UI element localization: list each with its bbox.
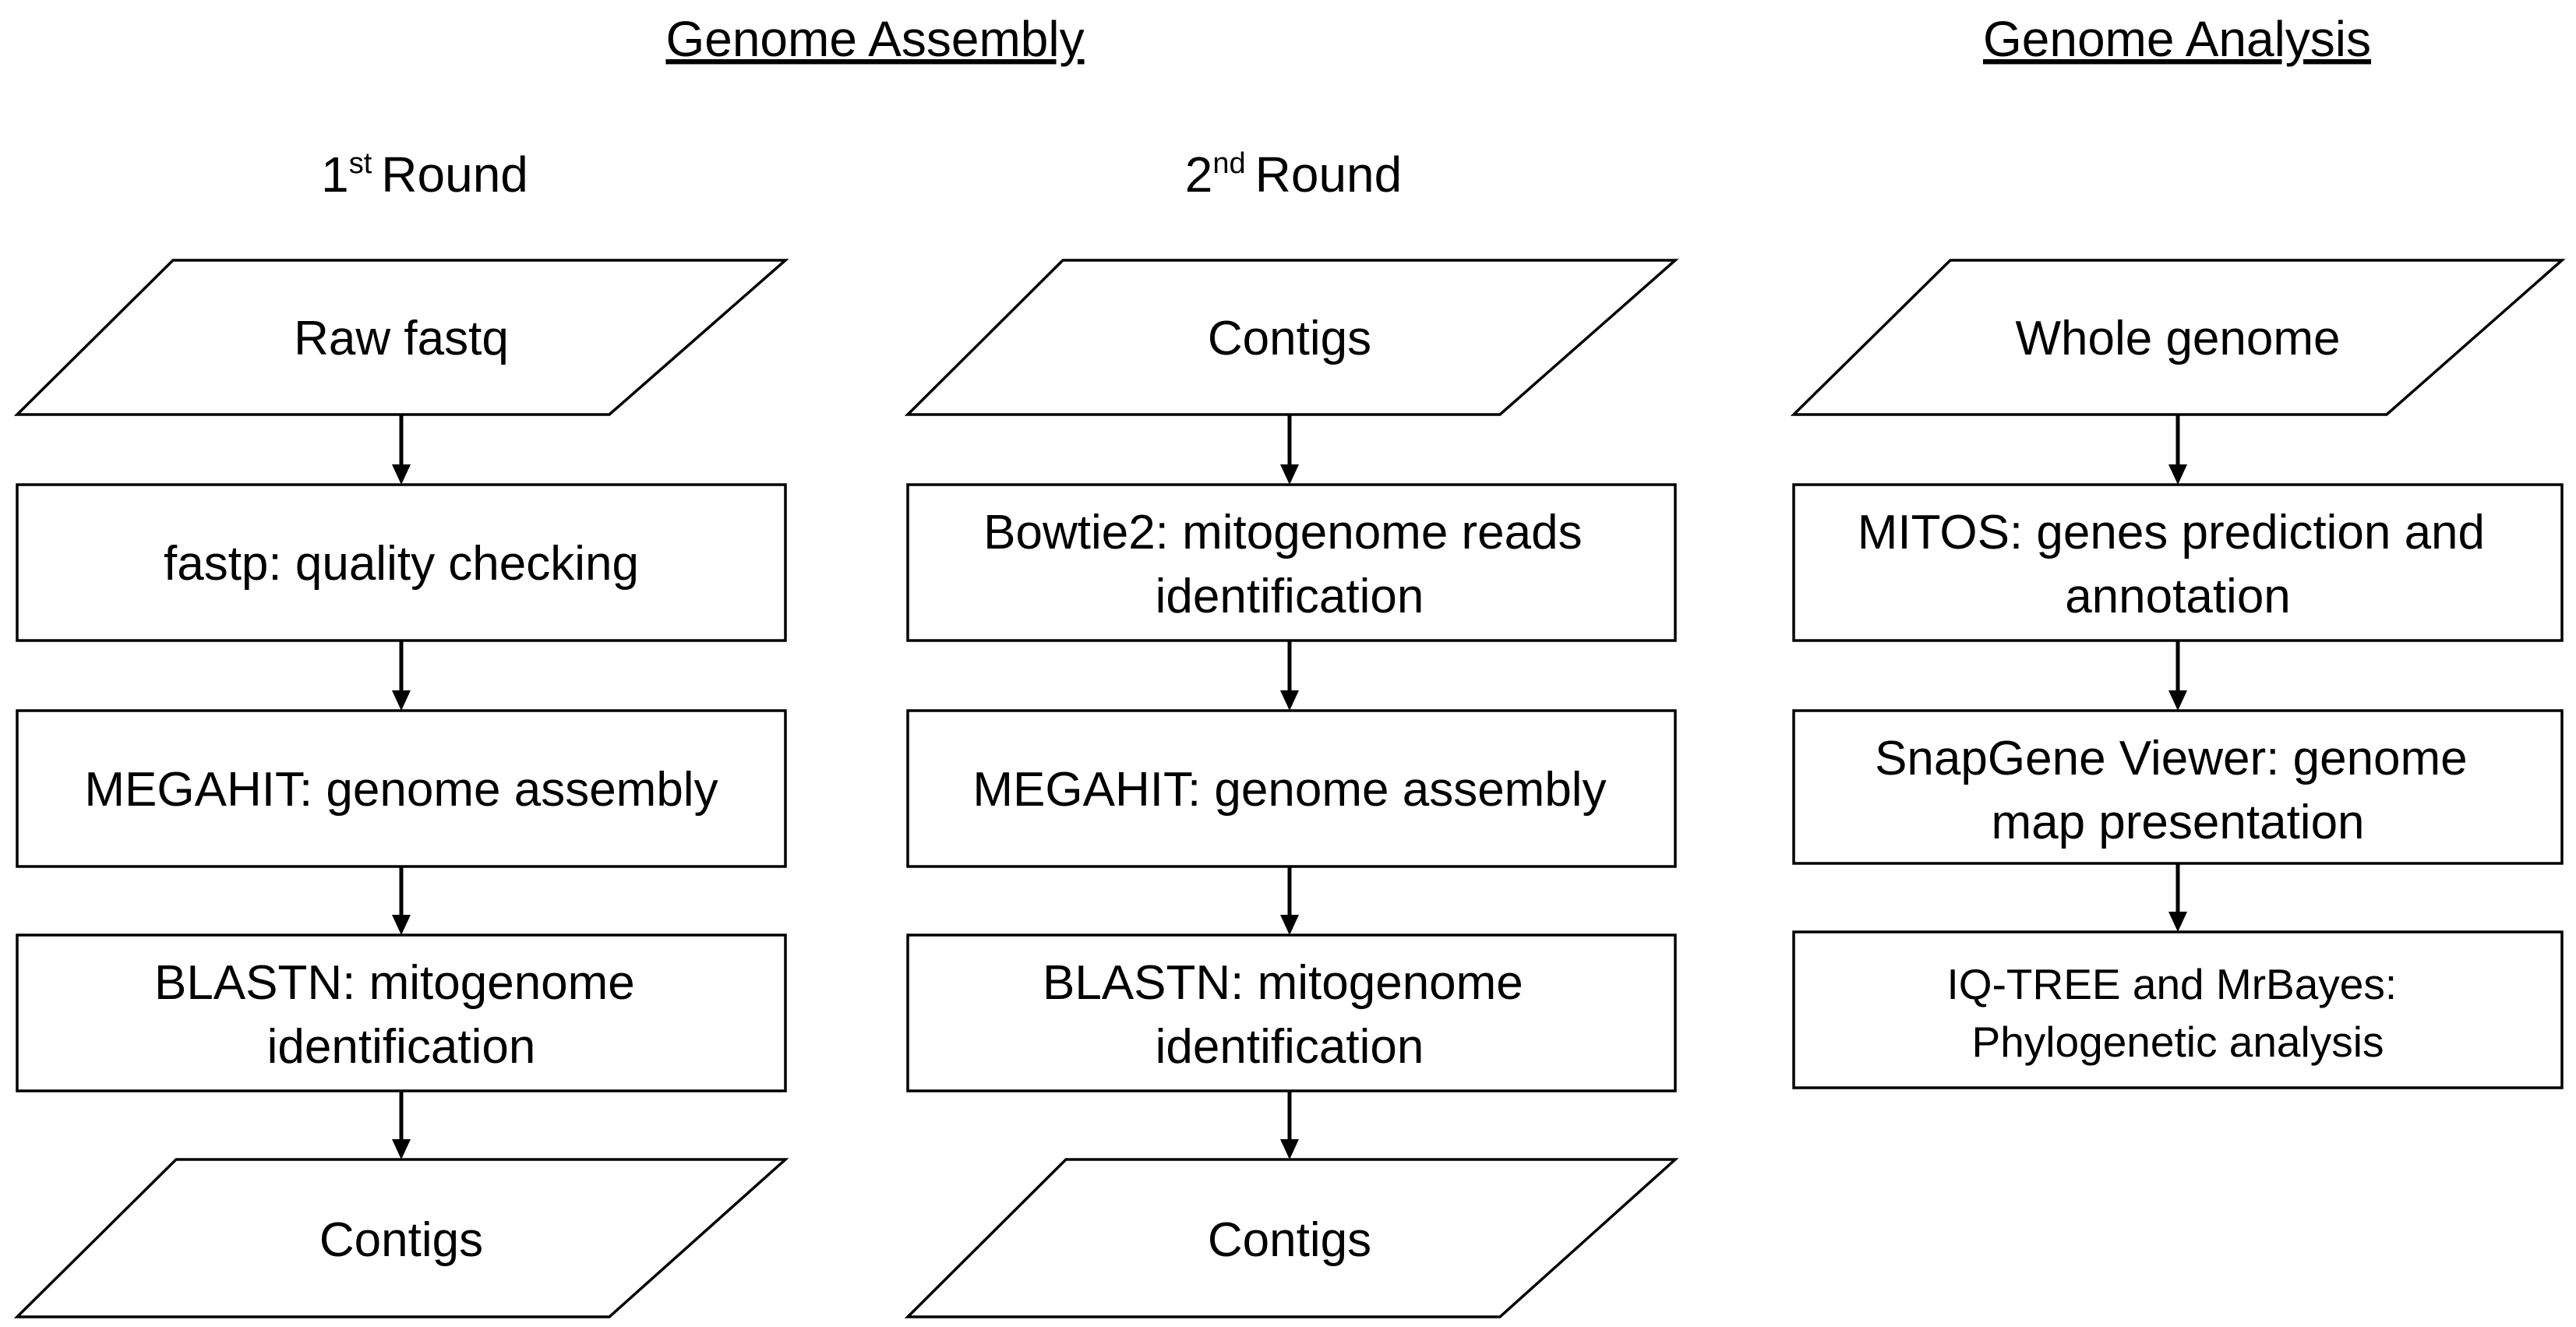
round-1-number: 1: [321, 146, 349, 203]
bowtie2-step-line-1: Bowtie2: mitogenome reads: [983, 506, 1583, 559]
arrow: [392, 866, 411, 935]
mitos-step-label: MITOS: genes prediction and annotation: [1858, 506, 2499, 623]
fastp-step-box: [16, 483, 787, 642]
contigs-output-label: Contigs: [319, 1213, 483, 1267]
raw-fastq-input-shape: [13, 259, 789, 416]
mitos-step-line-1: MITOS: genes prediction and: [1858, 506, 2485, 559]
bowtie2-step-label: Bowtie2: mitogenome reads identification: [983, 506, 1596, 623]
arrow: [392, 641, 411, 711]
raw-fastq-input-label: Raw fastq: [294, 312, 509, 365]
arrow: [392, 1091, 411, 1159]
arrow: [2168, 863, 2187, 932]
arrow: [2168, 641, 2187, 711]
arrow: [1280, 866, 1299, 935]
contigs-output-shape: [904, 1158, 1679, 1318]
megahit-step-label: MEGAHIT: genome assembly: [972, 763, 1606, 817]
round-1-label: 1st Round: [321, 146, 528, 203]
round-2-suffix: nd: [1212, 147, 1245, 180]
arrow: [1280, 415, 1299, 485]
blastn-step-label: BLASTN: mitogenome identification: [154, 956, 648, 1074]
round-2-word: Round: [1255, 146, 1403, 203]
blastn-step-label: BLASTN: mitogenome identification: [1043, 956, 1537, 1074]
round-1-suffix: st: [349, 147, 372, 180]
blastn-step-line-1: BLASTN: mitogenome: [154, 956, 635, 1010]
arrow: [1280, 1091, 1299, 1159]
blastn-step-box: [906, 933, 1677, 1092]
contigs-output-label: Contigs: [1208, 1213, 1371, 1267]
snapgene-step-line-2: map presentation: [1991, 796, 2364, 849]
snapgene-step-line-1: SnapGene Viewer: genome: [1875, 732, 2468, 785]
contigs-output-shape: [13, 1158, 789, 1318]
bowtie2-step-box: [906, 483, 1677, 642]
genome-analysis-title: Genome Analysis: [1983, 11, 2371, 67]
blastn-step-line-2: identification: [267, 1020, 536, 1074]
arrow: [1280, 641, 1299, 711]
megahit-step-box: [906, 709, 1677, 868]
snapgene-step-label: SnapGene Viewer: genome map presentation: [1875, 732, 2481, 849]
round-2-number: 2: [1185, 146, 1213, 203]
megahit-step-box: [16, 709, 787, 868]
round-2-column: Contigs Bowtie2: mitogenome reads identi…: [904, 259, 1679, 1318]
round-2-label: 2nd Round: [1185, 146, 1402, 203]
arrow: [2168, 415, 2187, 485]
contigs-input-label: Contigs: [1208, 312, 1371, 365]
whole-genome-input-label: Whole genome: [2015, 312, 2340, 365]
genome-assembly-title: Genome Assembly: [665, 11, 1084, 67]
whole-genome-input-shape: [1790, 259, 2566, 416]
blastn-step-line-1: BLASTN: mitogenome: [1043, 956, 1523, 1010]
phylogenetic-step-line-2: Phylogenetic analysis: [1972, 1018, 2384, 1066]
bowtie2-step-line-2: identification: [1156, 570, 1424, 623]
phylogenetic-step-label: IQ-TREE and MrBayes: Phylogenetic analys…: [1947, 960, 2409, 1066]
contigs-input-shape: [904, 259, 1679, 416]
analysis-column: Whole genome MITOS: genes prediction and…: [1790, 259, 2566, 1089]
mitos-step-line-2: annotation: [2065, 570, 2291, 623]
blastn-step-box: [16, 933, 787, 1092]
megahit-step-label: MEGAHIT: genome assembly: [84, 763, 718, 817]
fastp-step-label: fastp: quality checking: [164, 537, 639, 591]
round-1-word: Round: [381, 146, 528, 203]
phylogenetic-step-line-1: IQ-TREE and MrBayes:: [1947, 960, 2398, 1008]
mitos-step-box: [1792, 483, 2564, 642]
phylogenetic-step-box: [1792, 930, 2564, 1089]
blastn-step-line-2: identification: [1156, 1020, 1424, 1074]
snapgene-step-box: [1792, 709, 2564, 865]
arrow: [392, 415, 411, 485]
round-1-column: Raw fastq fastp: quality checking MEGAHI…: [13, 259, 789, 1318]
